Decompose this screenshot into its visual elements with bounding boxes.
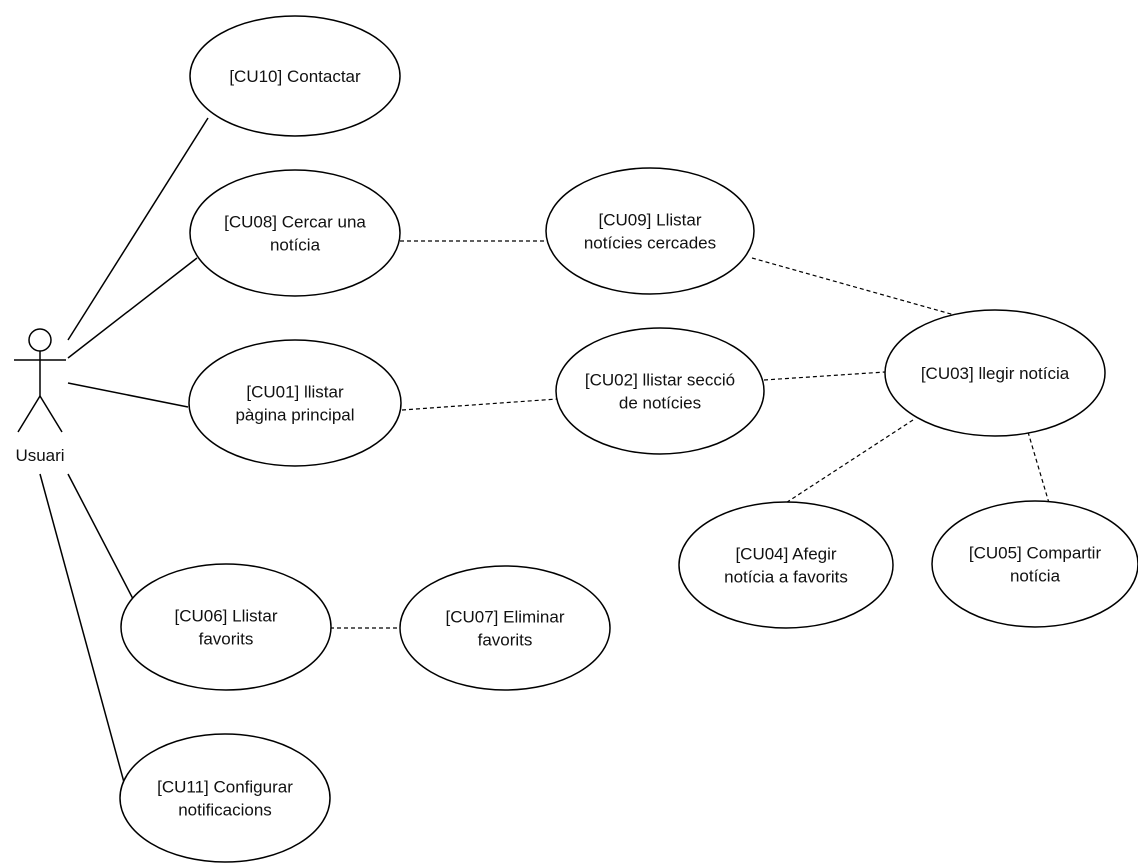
use-case-label: notificacions <box>178 801 272 820</box>
use-case-label: [CU05] Compartir <box>969 544 1102 563</box>
use-case-cu06: [CU06] Llistar favorits <box>120 563 332 691</box>
association-actor-cu06 <box>67 473 145 621</box>
association-cu01-cu02 <box>401 398 558 411</box>
use-case-ellipse <box>188 339 402 467</box>
use-case-label: [CU09] Llistar <box>599 211 702 230</box>
use-case-label: notícia <box>1010 567 1061 586</box>
association-actor-cu11 <box>39 473 129 798</box>
use-case-ellipse <box>678 501 894 629</box>
association-actor-cu01 <box>67 382 189 408</box>
actor-right-leg <box>39 395 63 433</box>
use-case-cu01: [CU01] llistar pàgina principal <box>188 339 402 467</box>
actor-left-leg <box>17 395 41 433</box>
use-case-label: [CU01] llistar <box>246 383 344 402</box>
use-case-label: notícia a favorits <box>724 568 848 587</box>
use-case-ellipse <box>189 169 401 297</box>
use-case-ellipse <box>555 327 765 455</box>
use-case-cu03: [CU03] llegir notícia <box>884 309 1106 437</box>
use-case-label: notícies cercades <box>584 234 716 253</box>
use-case-label: favorits <box>478 631 533 650</box>
use-case-label: notícia <box>270 236 321 255</box>
use-case-ellipse <box>399 565 611 691</box>
association-actor-cu08 <box>67 257 198 359</box>
actor-head <box>28 328 52 352</box>
use-case-ellipse <box>120 563 332 691</box>
use-case-cu09: [CU09] Llistar notícies cercades <box>545 167 755 295</box>
use-case-cu04: [CU04] Afegir notícia a favorits <box>678 501 894 629</box>
use-case-cu05: [CU05] Compartir notícia <box>931 500 1138 628</box>
use-case-label: favorits <box>199 630 254 649</box>
association-cu03-cu05 <box>1027 431 1050 504</box>
use-case-label: [CU11] Configurar <box>157 778 293 797</box>
use-case-label: pàgina principal <box>235 406 354 425</box>
association-cu03-cu04 <box>777 419 914 509</box>
association-cu09-cu03 <box>751 257 959 317</box>
use-case-ellipse <box>189 15 401 137</box>
use-case-label: de notícies <box>619 394 701 413</box>
use-case-cu02: [CU02] llistar secció de notícies <box>555 327 765 455</box>
use-case-label: [CU08] Cercar una <box>224 213 366 232</box>
use-case-label: [CU04] Afegir <box>735 545 836 564</box>
use-case-cu10: [CU10] Contactar <box>189 15 401 137</box>
use-case-cu11: [CU11] Configurar notificacions <box>119 733 331 863</box>
use-case-ellipse <box>931 500 1138 628</box>
use-case-ellipse <box>119 733 331 863</box>
use-case-cu08: [CU08] Cercar una notícia <box>189 169 401 297</box>
use-case-label: [CU03] llegir notícia <box>921 364 1070 383</box>
use-case-ellipse <box>884 309 1106 437</box>
association-cu02-cu03 <box>763 371 886 381</box>
use-case-label: [CU02] llistar secció <box>585 371 735 390</box>
use-case-label: [CU07] Eliminar <box>445 608 564 627</box>
association-actor-cu10 <box>67 117 209 341</box>
use-case-label: [CU06] Llistar <box>175 607 278 626</box>
use-cases: [CU10] Contactar [CU08] Cercar una notícia… <box>119 15 1138 863</box>
actor-usuari: Usuari <box>14 328 66 465</box>
use-case-ellipse <box>545 167 755 295</box>
association-lines <box>39 117 1050 798</box>
actor-label: Usuari <box>15 446 64 465</box>
use-case-cu07: [CU07] Eliminar favorits <box>399 565 611 691</box>
use-case-label: [CU10] Contactar <box>229 67 361 86</box>
